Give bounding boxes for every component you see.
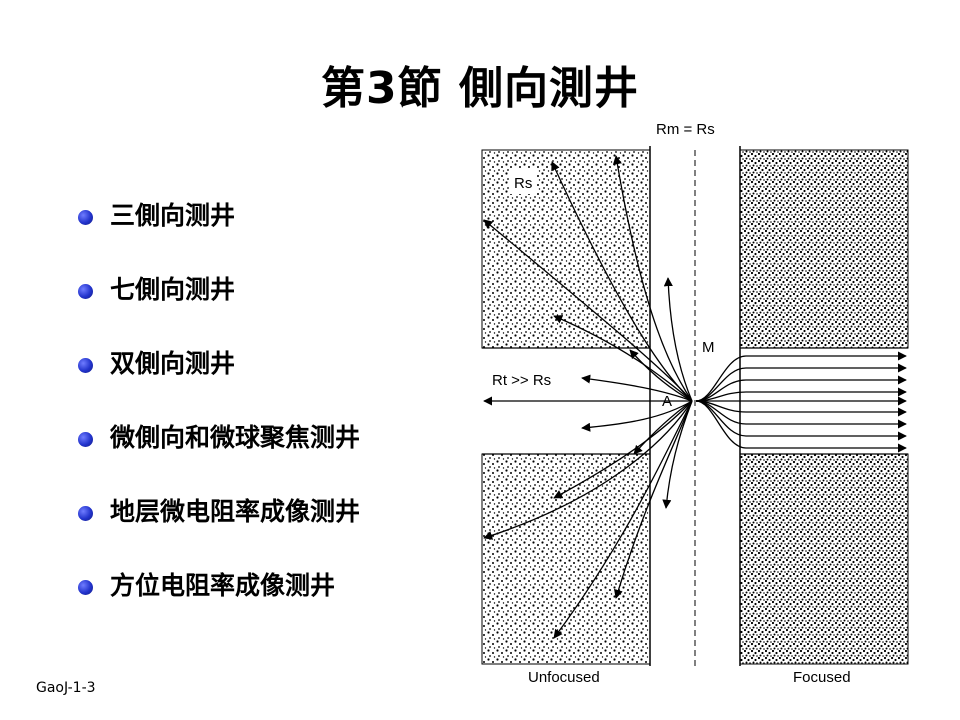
label-m: M bbox=[702, 339, 715, 356]
bullet-dot-icon bbox=[78, 432, 93, 447]
bullet-list: 三側向测井 七側向测井 双側向测井 微側向和微球聚焦测井 地层微电阻率成像测井 … bbox=[72, 196, 360, 640]
left-upper-shoulder-bed bbox=[481, 149, 651, 349]
bullet-dot-icon bbox=[78, 284, 93, 299]
laterolog-diagram: Rm = Rs Rs Rt >> Rs M A Unfocused Focuse… bbox=[481, 121, 909, 686]
caption-unfocused: Unfocused bbox=[528, 669, 600, 686]
bullet-text: 微側向和微球聚焦测井 bbox=[110, 423, 361, 452]
footer-code: GaoJ-1-3 bbox=[36, 680, 96, 696]
bullet-item: 双側向测井 bbox=[72, 344, 360, 418]
focused-current-lines bbox=[695, 351, 907, 453]
bullet-item: 方位电阻率成像测井 bbox=[72, 566, 360, 640]
right-upper-shoulder-bed bbox=[739, 149, 909, 349]
bullet-text: 三側向测井 bbox=[110, 201, 236, 230]
slide-title: 第3節 側向測井 bbox=[321, 63, 639, 114]
bullet-text: 七側向测井 bbox=[110, 275, 236, 304]
bullet-dot-icon bbox=[78, 210, 93, 225]
bullet-item: 三側向测井 bbox=[72, 196, 360, 270]
right-lower-shoulder-bed bbox=[739, 453, 909, 665]
bullet-item: 微側向和微球聚焦测井 bbox=[72, 418, 360, 492]
bullet-text: 方位电阻率成像测井 bbox=[110, 571, 336, 600]
label-a: A bbox=[662, 393, 672, 410]
unfocused-current-lines bbox=[483, 155, 693, 639]
label-rs: Rs bbox=[514, 175, 532, 192]
label-rm-rs: Rm = Rs bbox=[656, 121, 715, 138]
left-lower-shoulder-bed bbox=[481, 453, 651, 665]
bullet-dot-icon bbox=[78, 580, 93, 595]
label-rt: Rt >> Rs bbox=[492, 372, 551, 389]
bullet-dot-icon bbox=[78, 506, 93, 521]
caption-focused: Focused bbox=[793, 669, 851, 686]
bullet-dot-icon bbox=[78, 358, 93, 373]
bullet-item: 地层微电阻率成像测井 bbox=[72, 492, 360, 566]
bullet-text: 地层微电阻率成像测井 bbox=[110, 497, 361, 526]
bullet-item: 七側向测井 bbox=[72, 270, 360, 344]
bullet-text: 双側向测井 bbox=[110, 349, 236, 378]
